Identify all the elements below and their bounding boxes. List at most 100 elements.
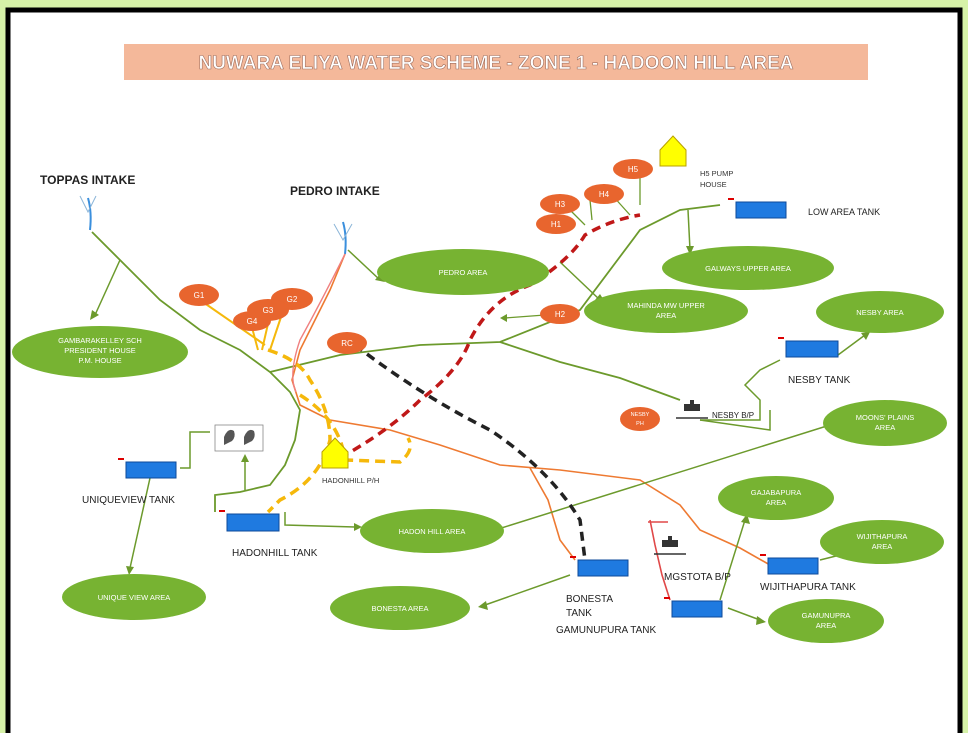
area-pedro-label: PEDRO AREA: [439, 268, 488, 277]
node-g3-label: G3: [263, 306, 274, 315]
area-wijithapura-line1: WIJITHAPURA: [857, 532, 908, 541]
nesby-tank-label: NESBY TANK: [788, 375, 851, 386]
pedro-intake-icon: [333, 223, 353, 242]
bonesta-tank-label-1: BONESTA: [566, 594, 613, 605]
node-nesby-ph-line1: NESBY: [631, 412, 650, 418]
node-rc: RC: [327, 332, 367, 354]
area-bonesta-label: BONESTA AREA: [372, 604, 429, 613]
gamunupura-tank-icon: [664, 597, 723, 618]
uniqueview-tank-icon: [118, 458, 177, 479]
area-gajabapura-line2: AREA: [766, 498, 786, 507]
pipe-to-bird-icon: [180, 431, 210, 469]
mgstota-bp-label: MGSTOTA B/P: [664, 572, 731, 583]
pipe-to-moons-plains: [494, 424, 831, 531]
page-title: NUWARA ELIYA WATER SCHEME - ZONE 1 - HAD…: [198, 53, 793, 74]
pipe-nesby-tank: [700, 359, 781, 421]
hadonhill-tank-label: HADONHILL TANK: [232, 548, 318, 559]
node-g1: G1: [179, 284, 219, 306]
gamunupura-tank-label: GAMUNUPURA TANK: [556, 625, 657, 636]
hadonhill-tank-icon: [219, 510, 280, 532]
pipe-to-nesby-bp: [499, 341, 681, 401]
red-pipe-mgstota: [649, 519, 671, 601]
nesby-bp-icon: [676, 400, 708, 419]
bonesta-tank-icon: [570, 556, 629, 577]
node-h3-label: H3: [555, 200, 566, 209]
area-gambarakelly-line1: GAMBARAKELLEY SCH: [58, 336, 142, 345]
title-banner: [124, 44, 868, 80]
pipe-to-unique-view-area: [129, 477, 151, 569]
node-h4-label: H4: [599, 190, 610, 199]
area-gajabapura: GAJABAPURA AREA: [718, 476, 834, 520]
node-g4: G4: [233, 311, 271, 331]
area-unique-view-label: UNIQUE VIEW AREA: [98, 593, 171, 602]
wijithapura-tank-label: WIJITHAPURA TANK: [760, 582, 856, 593]
pipe-to-bonesta-area: [484, 574, 571, 606]
pipe-to-gajabapura: [719, 519, 746, 601]
node-nesby-ph: NESBY PH: [620, 407, 660, 431]
area-galways-upper: GALWAYS UPPER AREA: [662, 246, 834, 290]
nesby-bp-label: NESBY B/P: [712, 411, 754, 420]
pedro-intake-label: PEDRO INTAKE: [290, 184, 380, 198]
pipe-to-nesby-area: [837, 334, 866, 356]
area-gambarakelly-line3: P.M. HOUSE: [78, 356, 121, 365]
pipe-to-mahinda: [559, 261, 601, 301]
node-g2-label: G2: [287, 295, 298, 304]
area-gamunupura-line2: AREA: [816, 621, 836, 630]
h5-pump-label-2: HOUSE: [700, 180, 727, 189]
hadonhill-ph-icon: [321, 437, 349, 469]
node-g4-label: G4: [247, 317, 258, 326]
red-dash-rising-main: [339, 213, 641, 460]
node-h5-label: H5: [628, 165, 639, 174]
node-g1-label: G1: [194, 291, 205, 300]
wijithapura-tank-icon: [760, 554, 819, 575]
node-h5: H5: [613, 159, 653, 179]
area-mahinda-line2: AREA: [656, 311, 676, 320]
pipe-to-hadon-hill-area: [284, 512, 356, 528]
low-area-tank-label: LOW AREA TANK: [808, 207, 880, 217]
pedro-red-pipe: [292, 253, 346, 393]
area-nesby-label: NESBY AREA: [856, 308, 903, 317]
area-gajabapura-line1: GAJABAPURA: [751, 488, 801, 497]
area-moons-line2: AREA: [875, 423, 895, 432]
node-h1-label: H1: [551, 220, 562, 229]
node-h2-label: H2: [555, 310, 566, 319]
area-wijithapura-line2: AREA: [872, 542, 892, 551]
node-nesby-ph-line2: PH: [636, 421, 644, 427]
area-gamunupura-line1: GAMUNUPRA: [802, 611, 851, 620]
pedro-orange-main: [291, 253, 771, 566]
toppas-intake-label: TOPPAS INTAKE: [40, 173, 135, 187]
pipe-to-galways: [687, 209, 691, 251]
node-rc-label: RC: [341, 339, 353, 348]
bird-icon: [214, 424, 264, 452]
h5-pump-house-icon: [659, 135, 687, 167]
area-bonesta: BONESTA AREA: [330, 586, 470, 630]
node-h4: H4: [584, 184, 624, 204]
area-hadon-hill-label: HADON HILL AREA: [399, 527, 466, 536]
toppas-main-pipe: [91, 231, 301, 512]
area-mahinda-line1: MAHINDA MW UPPER: [627, 301, 705, 310]
h-node-links: [564, 175, 641, 226]
toppas-stream: [87, 197, 92, 231]
area-gambarakelly: GAMBARAKELLEY SCH PRESIDENT HOUSE P.M. H…: [12, 326, 188, 378]
pipe-to-gambarakelly: [94, 259, 121, 316]
toppas-intake-icon: [79, 195, 97, 214]
area-gamunupura: GAMUNUPRA AREA: [768, 599, 884, 643]
mgstota-bp-icon: [654, 536, 686, 555]
area-moons-plains: MOONS' PLAINS AREA: [823, 400, 947, 446]
area-galways-label: GALWAYS UPPER AREA: [705, 264, 791, 273]
low-area-tank-icon: [728, 198, 787, 219]
area-hadon-hill: HADON HILL AREA: [360, 509, 504, 553]
nesby-tank-icon: [778, 337, 839, 358]
node-h1: H1: [536, 214, 576, 234]
pedro-stream: [342, 221, 347, 255]
area-wijithapura: WIJITHAPURA AREA: [820, 520, 944, 564]
bonesta-tank-label-2: TANK: [566, 608, 592, 619]
area-pedro: PEDRO AREA: [377, 249, 549, 295]
uniqueview-tank-label: UNIQUEVIEW TANK: [82, 495, 175, 506]
pipe-to-bonesta: [529, 467, 576, 561]
area-nesby: NESBY AREA: [816, 291, 944, 333]
pipe-to-pedro-area: [347, 249, 381, 281]
area-mahinda: MAHINDA MW UPPER AREA: [584, 289, 748, 333]
